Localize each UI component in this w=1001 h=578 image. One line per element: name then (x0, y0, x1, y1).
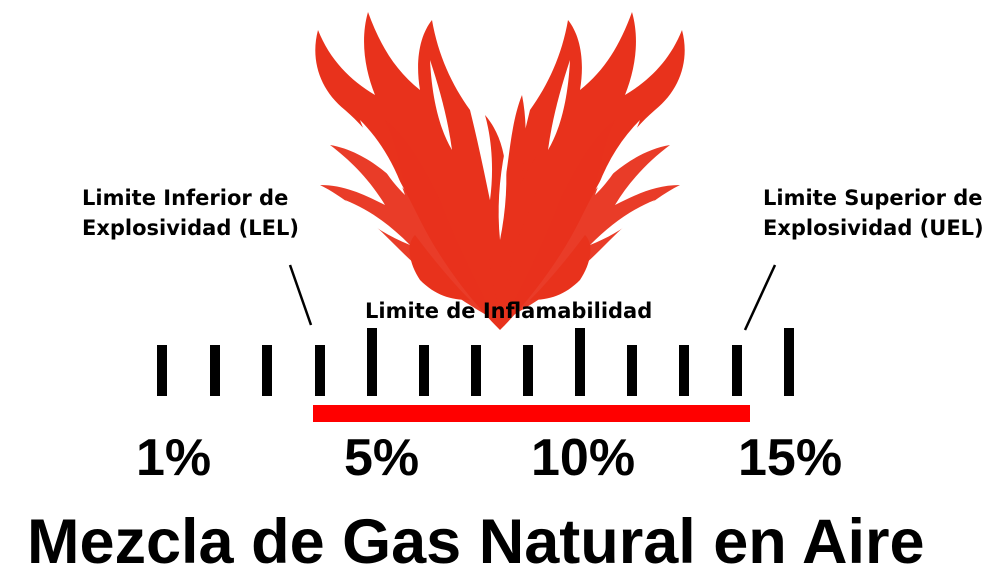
diagram-title: Mezcla de Gas Natural en Aire (27, 507, 925, 577)
tick-mark (784, 328, 794, 396)
tick-mark (157, 345, 167, 396)
uel-leader-line (743, 264, 777, 331)
scale-label-1pct: 1% (136, 429, 212, 487)
tick-mark (575, 328, 585, 396)
uel-label-line-2: Explosividad (UEL) (763, 216, 984, 240)
lel-leader-line (288, 264, 313, 326)
scale-label-5pct: 5% (344, 429, 420, 487)
tick-mark (315, 345, 325, 396)
lel-callout: Limite Inferior de Explosividad (LEL) (82, 183, 299, 243)
tick-mark (732, 345, 742, 396)
lel-label-line-2: Explosividad (LEL) (82, 216, 299, 240)
scale-label-10pct: 10% (531, 429, 636, 487)
flammability-limit-label: Limite de Inflamabilidad (365, 299, 653, 323)
lel-label-line-1: Limite Inferior de (82, 186, 289, 210)
flames-icon (315, 12, 685, 330)
tick-mark (627, 345, 637, 396)
uel-label-line-1: Limite Superior de (763, 186, 983, 210)
scale-label-15pct: 15% (738, 429, 843, 487)
tick-mark (419, 345, 429, 396)
tick-mark (523, 345, 533, 396)
tick-mark (471, 345, 481, 396)
tick-mark (262, 345, 272, 396)
tick-mark (367, 328, 377, 396)
uel-callout: Limite Superior de Explosividad (UEL) (763, 183, 984, 243)
tick-mark (679, 345, 689, 396)
flammability-range-bar (313, 405, 750, 422)
tick-mark (210, 345, 220, 396)
tick-marks (157, 328, 794, 396)
